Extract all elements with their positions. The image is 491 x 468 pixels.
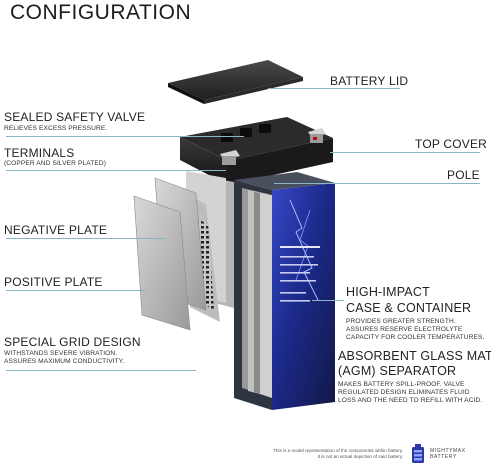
leader-top-cover (330, 152, 480, 153)
brand-line-2: BATTERY (430, 454, 457, 460)
high-impact-description-2: ASSURES RESERVE ELECTROLYTE (346, 326, 463, 333)
leader-battery-lid (268, 88, 400, 89)
battery-lid-part (168, 60, 303, 104)
high-impact-description-3: CAPACITY FOR COOLER TEMPERATURES. (346, 334, 485, 341)
leader-sealed-valve (6, 136, 244, 137)
agm-description-3: LOSS AND THE NEED TO REFILL WITH ACID. (338, 397, 483, 404)
grid-design-label: SPECIAL GRID DESIGN (4, 335, 141, 349)
leader-positive-plate (6, 290, 146, 291)
battery-logo-icon (412, 444, 424, 463)
disclaimer-footnote: This is a model representation of the co… (273, 448, 403, 459)
brand-line-1: MIGHTYMAX (430, 448, 466, 454)
leader-pole (274, 183, 480, 184)
leader-high-impact (312, 300, 344, 301)
negative-plate-label: NEGATIVE PLATE (4, 223, 108, 237)
top-cover-label: TOP COVER (415, 137, 488, 151)
page-title: CONFIGURATION (10, 1, 192, 24)
agm-label-line2: (AGM) SEPARATOR (338, 364, 457, 378)
grid-design-description-1: WITHSTANDS SEVERE VIBRATION. (4, 350, 118, 357)
positive-plate-part (133, 195, 191, 331)
sealed-valve-label: SEALED SAFETY VALVE (4, 110, 146, 124)
agm-label-line1: ABSORBENT GLASS MAT (338, 349, 491, 363)
disclaimer-line-1: This is a model representation of the co… (273, 448, 403, 453)
terminals-description: (COPPER AND SILVER PLATED) (4, 160, 107, 167)
terminals-label: TERMINALS (4, 146, 75, 160)
grid-design-description-2: ASSURES MAXIMUM CONDUCTIVITY. (4, 358, 125, 365)
sealed-valve-description: RELIEVES EXCESS PRESSURE. (4, 125, 108, 132)
brand-name: MIGHTYMAX BATTERY (430, 448, 466, 460)
leader-terminals (6, 170, 226, 171)
high-impact-description-1: PROVIDES GREATER STRENGTH. (346, 318, 456, 325)
pole-label: POLE (447, 168, 480, 182)
agm-description-1: MAKES BATTERY SPILL-PROOF. VALVE (338, 381, 465, 388)
high-impact-label-line2: CASE & CONTAINER (346, 301, 472, 315)
agm-description-2: REGULATED DESIGN ELIMINATES FLUID (338, 389, 470, 396)
positive-plate-label: POSITIVE PLATE (4, 275, 103, 289)
leader-grid-design (6, 370, 196, 371)
top-cover-part (180, 117, 333, 185)
disclaimer-line-2: It is not an actual depiction of said ba… (317, 453, 403, 459)
high-impact-label-line1: HIGH-IMPACT (346, 285, 430, 299)
brand-logo: MIGHTYMAX BATTERY (410, 444, 486, 464)
leader-negative-plate (6, 238, 166, 239)
battery-lid-label: BATTERY LID (330, 74, 409, 88)
